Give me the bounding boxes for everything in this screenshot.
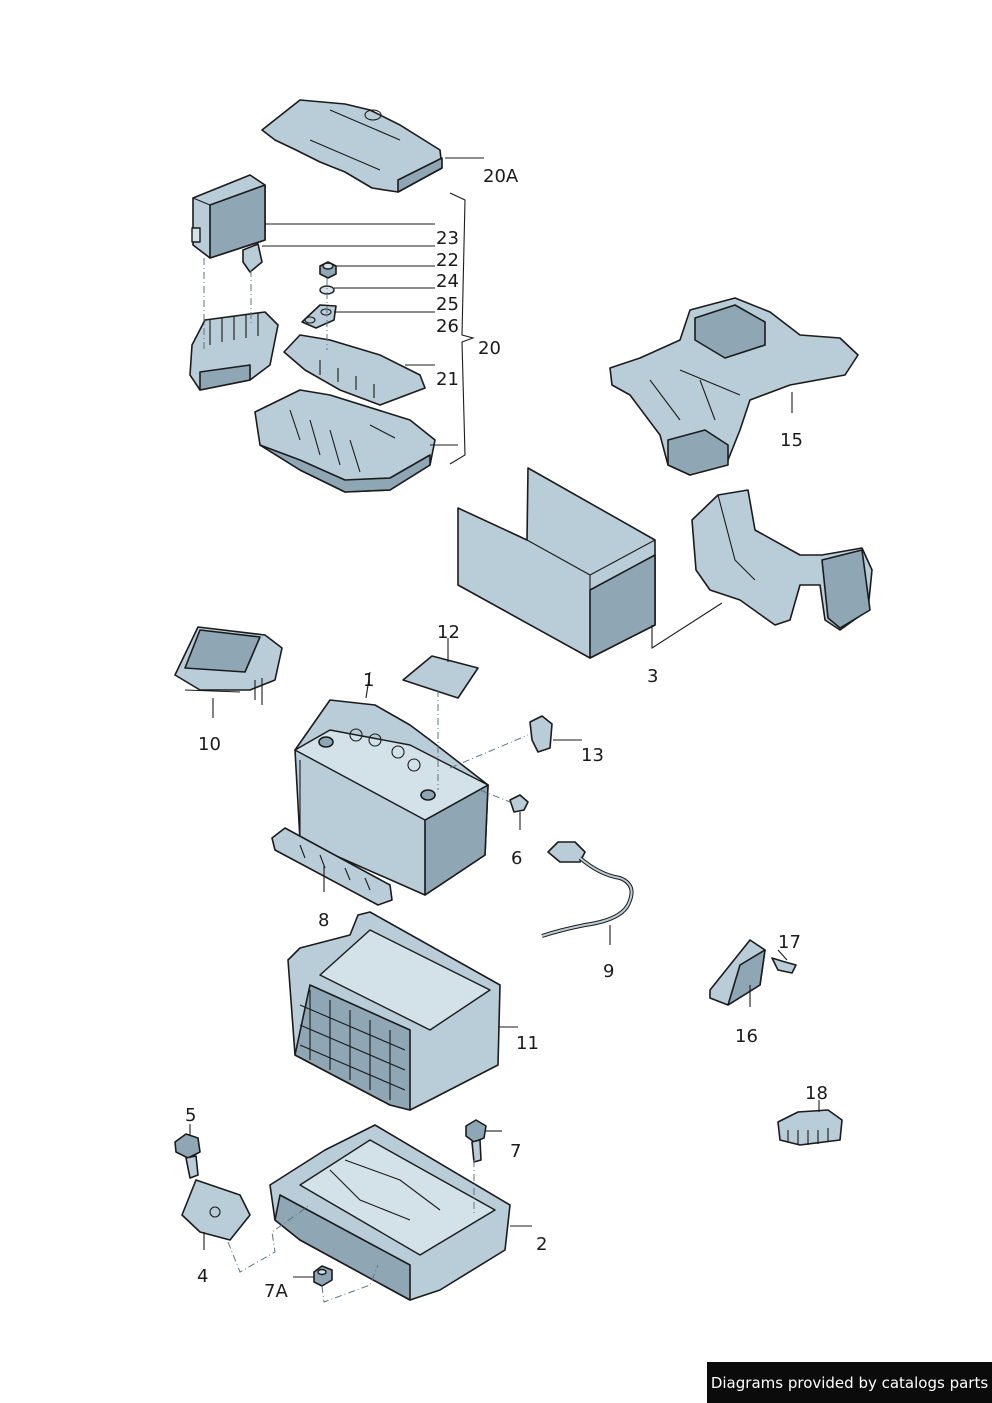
part-4-clamp[interactable] xyxy=(181,1179,251,1241)
part-1-battery[interactable] xyxy=(294,699,489,896)
part-6-screw[interactable] xyxy=(509,794,529,813)
callout-20: 20 xyxy=(478,338,501,359)
callout-18: 18 xyxy=(805,1083,828,1104)
callout-23: 23 xyxy=(436,228,459,249)
callout-5: 5 xyxy=(185,1105,196,1126)
callout-7a: 7A xyxy=(264,1281,288,1302)
callout-15: 15 xyxy=(780,430,803,451)
part-22-fuse[interactable] xyxy=(242,243,263,273)
credit-badge: Diagrams provided by catalogs parts xyxy=(707,1362,992,1403)
part-12-pad[interactable] xyxy=(402,655,479,699)
callout-labels: 20A 23 22 24 25 26 20 21 15 3 12 1 10 13… xyxy=(185,166,828,1302)
part-9-cable[interactable] xyxy=(541,841,634,938)
part-13-terminal-cap[interactable] xyxy=(529,715,553,753)
part-25-washer[interactable] xyxy=(301,304,337,329)
callout-17: 17 xyxy=(778,932,801,953)
credit-text: Diagrams provided by catalogs parts xyxy=(710,1373,989,1392)
part-11-battery-tray[interactable] xyxy=(287,911,501,1111)
callout-24: 24 xyxy=(436,271,459,292)
callout-16: 16 xyxy=(735,1026,758,1047)
callout-21: 21 xyxy=(436,369,459,390)
part-3-heat-shield[interactable] xyxy=(691,489,873,631)
callout-6: 6 xyxy=(511,848,522,869)
callout-12: 12 xyxy=(437,622,460,643)
callout-20a: 20A xyxy=(483,166,519,187)
part-fuse-box-base[interactable] xyxy=(254,389,436,493)
callout-7: 7 xyxy=(510,1141,521,1162)
part-20a-fuse-box-cover[interactable] xyxy=(261,99,443,193)
part-8-vent-hose[interactable] xyxy=(271,827,393,906)
callout-4: 4 xyxy=(197,1266,208,1287)
callout-9: 9 xyxy=(603,961,614,982)
part-5-bolt[interactable] xyxy=(174,1133,201,1179)
part-7-bolt[interactable] xyxy=(465,1119,487,1163)
leader-lines xyxy=(189,157,820,1278)
callout-3: 3 xyxy=(647,666,658,687)
part-24-nut[interactable] xyxy=(319,261,337,279)
part-17-screw[interactable] xyxy=(771,957,797,974)
part-21-bus-bar[interactable] xyxy=(283,334,426,406)
callout-25: 25 xyxy=(436,294,459,315)
part-16-module[interactable] xyxy=(709,939,766,1006)
callout-10: 10 xyxy=(198,734,221,755)
callout-22: 22 xyxy=(436,250,459,271)
callout-2: 2 xyxy=(536,1234,547,1255)
part-18-clip[interactable] xyxy=(777,1109,843,1146)
part-3-insulation-sleeve[interactable] xyxy=(457,467,656,659)
callout-13: 13 xyxy=(581,745,604,766)
part-23-relay[interactable] xyxy=(191,174,266,259)
callout-1: 1 xyxy=(363,670,374,691)
callout-8: 8 xyxy=(318,910,329,931)
part-15-battery-bracket[interactable] xyxy=(609,297,859,476)
part-connector-housing[interactable] xyxy=(189,311,279,391)
callout-11: 11 xyxy=(516,1033,539,1054)
part-10-battery-cover[interactable] xyxy=(174,626,283,705)
part-7a-nut[interactable] xyxy=(313,1265,333,1287)
assembly-guides xyxy=(203,258,529,1303)
part-2-base-tray[interactable] xyxy=(269,1124,511,1301)
callout-26: 26 xyxy=(436,316,459,337)
